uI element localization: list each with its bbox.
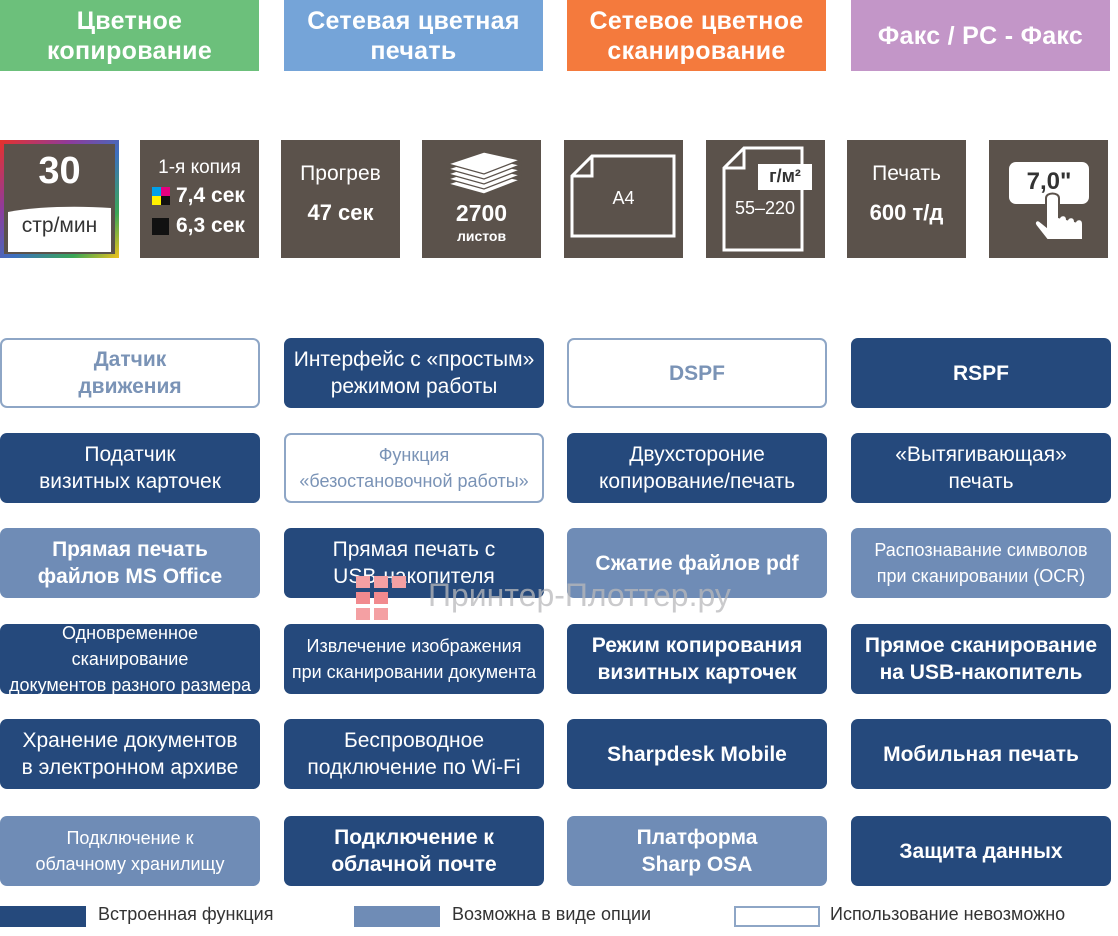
paper-stack-icon [445, 151, 523, 195]
resolution-value: 600 т/д [869, 200, 944, 225]
feature-tile: Защита данных [851, 816, 1111, 886]
spec-capacity-tile: 2700 листов [422, 140, 541, 258]
feature-tile: Платформа Sharp OSA [567, 816, 827, 886]
feature-tile: Извлечение изображения при сканировании … [284, 624, 544, 694]
feature-tile: Сжатие файлов pdf [567, 528, 827, 598]
touch-screen-icon [1009, 162, 1089, 241]
first-copy-color-time: 7,4 сек [176, 184, 245, 207]
header-network-print: Сетевая цветная печать [284, 0, 543, 71]
feature-tile: Подключение к облачному хранилищу [0, 816, 260, 886]
feature-tile: Прямое сканирование на USB-накопитель [851, 624, 1111, 694]
color-squares-icon [152, 187, 170, 205]
spec-display-tile: 7,0" [989, 140, 1108, 258]
first-copy-bw-time: 6,3 сек [176, 214, 245, 237]
feature-tile: Подключение к облачной почте [284, 816, 544, 886]
feature-tile: Мобильная печать [851, 719, 1111, 789]
first-copy-label: 1-я копия [158, 157, 241, 178]
speed-unit: стр/мин [21, 214, 98, 237]
legend-option-label: Возможна в виде опции [452, 904, 652, 924]
feature-tile: Прямая печать файлов MS Office [0, 528, 260, 598]
legend-builtin-swatch [0, 906, 86, 927]
feature-tile: Датчик движения [0, 338, 260, 408]
watermark-text: Принтер-Плоттер.ру [428, 577, 731, 613]
feature-tile: Прямая печать с USB-накопителя [284, 528, 544, 598]
feature-tile: Двухстороние копирование/печать [567, 433, 827, 503]
watermark-logo-icon [356, 576, 406, 620]
header-network-scan: Сетевое цветное сканирование [567, 0, 826, 71]
legend-option-swatch [354, 906, 440, 927]
a4-sheet-icon [570, 154, 676, 238]
speed-value: 30 [38, 150, 81, 192]
legend-none-label: Использование невозможно [830, 904, 1066, 924]
warmup-label: Прогрев [300, 162, 381, 185]
feature-tile: Хранение документов в электронном архиве [0, 719, 260, 789]
display-size-label: 7,0" [1026, 168, 1072, 195]
feature-tile: Податчик визитных карточек [0, 433, 260, 503]
spec-paper-size-tile: A4 [564, 140, 683, 258]
capacity-value: 2700 [455, 200, 508, 226]
spec-first-copy-tile: 1-я копия 7,4 сек 6,3 сек [140, 140, 259, 258]
paper-weight-unit: г/м² [769, 166, 801, 186]
header-color-copy: Цветное копирование [0, 0, 259, 71]
spec-resolution-tile: Печать 600 т/д [847, 140, 966, 258]
header-fax: Факс / PC - Факс [851, 0, 1110, 71]
feature-tile: Одновременное сканирование документов ра… [0, 623, 260, 695]
resolution-label: Печать [872, 162, 941, 185]
rainbow-frame-icon [0, 140, 119, 258]
legend-builtin-label: Встроенная функция [98, 904, 274, 924]
paper-size-label: A4 [612, 188, 635, 208]
spec-paper-weight-tile: г/м² 55–220 [706, 140, 825, 258]
feature-tile: Интерфейс с «простым» режимом работы [284, 338, 544, 408]
feature-tile: Режим копирования визитных карточек [567, 624, 827, 694]
paper-weight-sheet-icon [722, 146, 812, 252]
feature-tile: DSPF [567, 338, 827, 408]
capacity-unit: листов [456, 228, 507, 244]
feature-tile: Функция «безостановочной работы» [284, 433, 544, 503]
black-square-icon [152, 218, 169, 235]
paper-weight-range: 55–220 [734, 198, 796, 218]
feature-tile: Беспроводное подключение по Wi-Fi [284, 719, 544, 789]
feature-tile: «Вытягивающая» печать [851, 433, 1111, 503]
feature-tile: Sharpdesk Mobile [567, 719, 827, 789]
feature-tile: RSPF [851, 338, 1111, 408]
legend-none-swatch [734, 906, 820, 927]
spec-speed-tile: 30 стр/мин [0, 140, 119, 258]
feature-tile: Распознавание символов при сканировании … [851, 528, 1111, 598]
warmup-value: 47 сек [307, 200, 374, 225]
spec-warmup-tile: Прогрев 47 сек [281, 140, 400, 258]
